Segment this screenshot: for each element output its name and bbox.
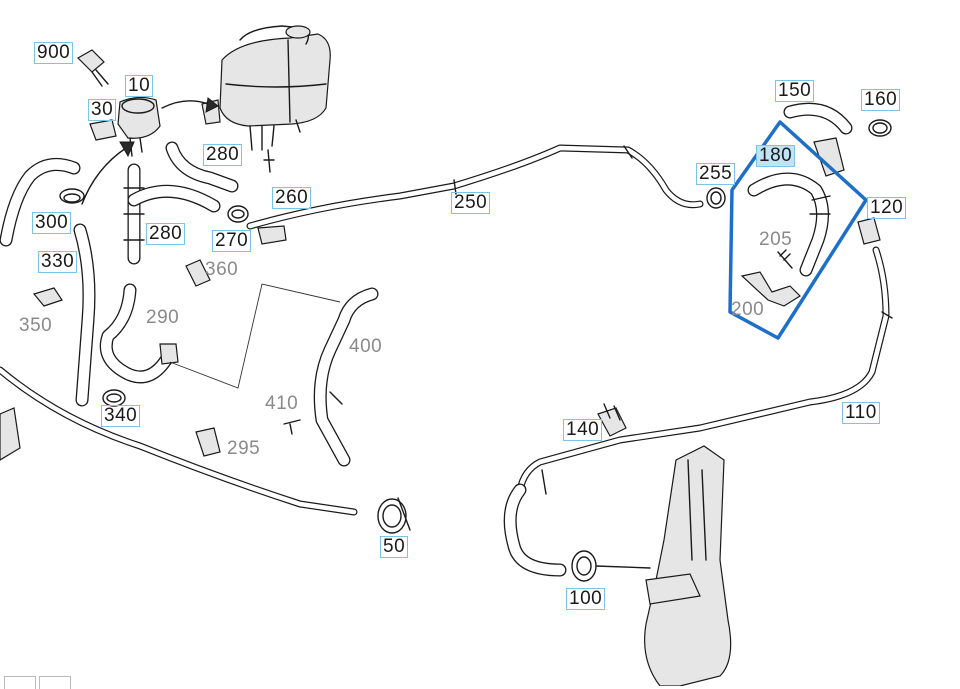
callout-10[interactable]: 10	[125, 75, 154, 97]
hose-lower-right[interactable]	[503, 469, 567, 577]
callout-110[interactable]: 110	[842, 402, 880, 424]
callout-400[interactable]: 400	[349, 336, 383, 357]
callout-160[interactable]: 160	[861, 89, 901, 111]
clamp-100[interactable]	[571, 550, 651, 582]
hose-280-lower[interactable]	[123, 163, 221, 265]
callout-280-lower[interactable]: 280	[146, 223, 186, 245]
callout-260[interactable]: 260	[272, 187, 312, 209]
callout-100[interactable]: 100	[566, 588, 606, 610]
callout-205[interactable]: 205	[759, 229, 793, 250]
callout-50[interactable]: 50	[380, 536, 409, 558]
callout-280-upper[interactable]: 280	[203, 144, 243, 166]
clamp-50[interactable]	[377, 497, 411, 534]
clamp-255[interactable]	[706, 187, 726, 209]
flow-arrows	[81, 97, 219, 205]
callout-30[interactable]: 30	[88, 99, 117, 121]
callout-295[interactable]: 295	[227, 438, 261, 459]
callout-120[interactable]: 120	[867, 197, 907, 219]
hose-290[interactable]	[99, 283, 179, 384]
clamp-270[interactable]	[227, 205, 249, 223]
pipe-250[interactable]	[246, 144, 704, 245]
callout-350[interactable]: 350	[19, 315, 53, 336]
callout-200[interactable]: 200	[731, 299, 765, 320]
bolt-410[interactable]	[283, 419, 301, 435]
connector-900[interactable]	[77, 49, 109, 87]
hose-400[interactable]	[169, 283, 379, 467]
callout-270[interactable]: 270	[212, 230, 252, 252]
callout-290[interactable]: 290	[146, 307, 180, 328]
clip-350[interactable]	[32, 287, 63, 307]
callout-255[interactable]: 255	[696, 163, 736, 185]
callout-330[interactable]: 330	[38, 251, 78, 273]
callout-250[interactable]: 250	[451, 192, 491, 214]
callout-340[interactable]: 340	[101, 405, 141, 427]
clip-295[interactable]	[195, 427, 221, 457]
callout-150[interactable]: 150	[775, 80, 815, 102]
pipe-110[interactable]	[516, 217, 893, 494]
callout-410[interactable]: 410	[265, 393, 299, 414]
bottom-tab-1[interactable]	[4, 676, 36, 689]
hose-330[interactable]	[0, 157, 96, 407]
washer-reservoir[interactable]	[644, 445, 732, 686]
edge-part-left	[0, 407, 21, 461]
callout-360[interactable]: 360	[205, 259, 239, 280]
selection-highlight-outline	[728, 120, 868, 340]
clamp-160[interactable]	[868, 119, 892, 137]
screw-205[interactable]	[777, 249, 793, 269]
pipe-lower-left[interactable]	[0, 366, 358, 516]
clip-360[interactable]	[185, 259, 211, 287]
hose-280-upper[interactable]	[165, 141, 239, 193]
clamp-300[interactable]	[59, 188, 85, 204]
connector-200[interactable]	[740, 271, 801, 307]
clip-140[interactable]	[597, 403, 627, 437]
hose-150[interactable]	[783, 102, 853, 177]
callout-180-selected[interactable]: 180	[756, 145, 796, 167]
callout-900[interactable]: 900	[34, 42, 74, 64]
hose-180[interactable]	[747, 172, 831, 277]
bottom-tab-2[interactable]	[39, 676, 71, 689]
callout-300[interactable]: 300	[32, 212, 72, 234]
clamp-340[interactable]	[102, 389, 126, 407]
callout-140[interactable]: 140	[563, 419, 603, 441]
